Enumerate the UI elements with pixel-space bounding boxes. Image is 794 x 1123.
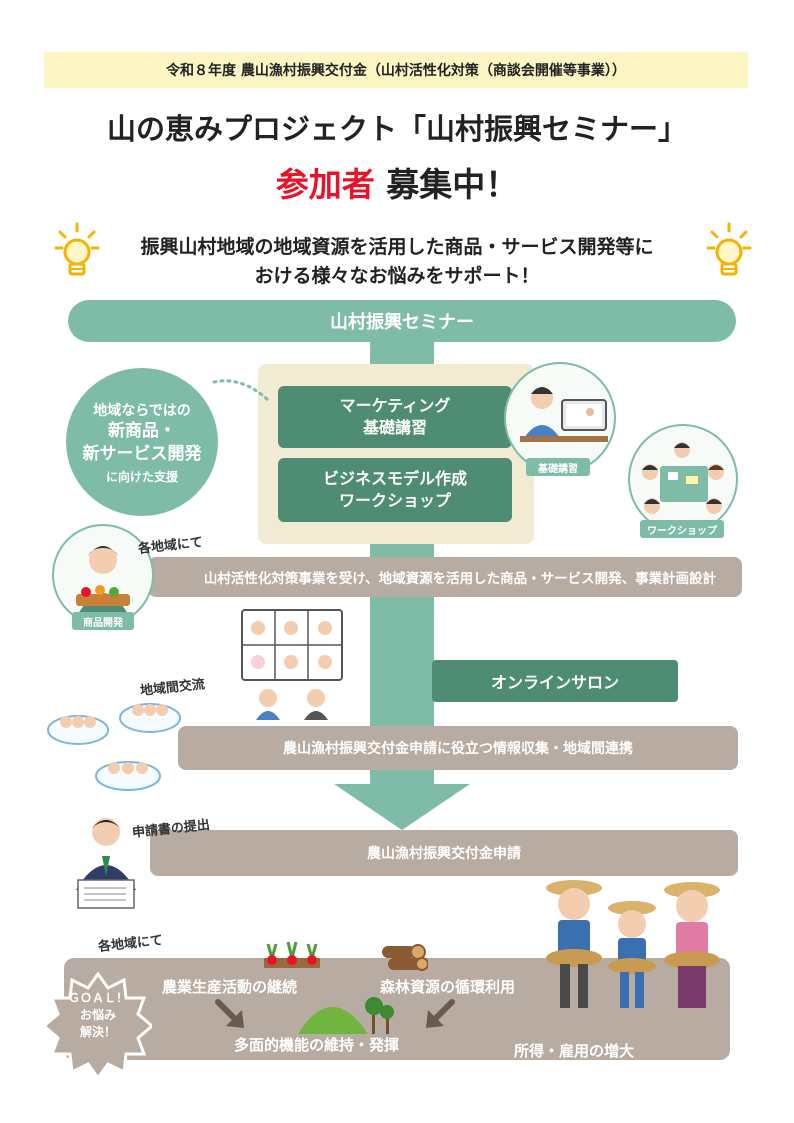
info-collection-text: 農山漁村振興交付金申請に役立つ情報収集・地域間連携	[283, 741, 633, 757]
inter-region-label: 地域間交流	[139, 677, 206, 699]
goal-badge-line-3: 解決！	[79, 1025, 116, 1039]
seminar-banner: 山村振興セミナー	[68, 300, 736, 342]
arrow-down-left-icon	[426, 999, 455, 1028]
subsidy-application-bar: 農山漁村振興交付金申請	[150, 830, 738, 876]
goal-regional-label: 各地域にて	[97, 933, 164, 955]
support-line-3: 新サービス開発	[82, 443, 202, 464]
page-title: 山の恵みプロジェクト「山村振興セミナー」	[106, 112, 687, 146]
support-line-2: 新商品・	[108, 420, 176, 441]
lightbulb-icon	[706, 222, 752, 282]
goal-panel	[64, 958, 730, 1060]
support-circle: 地域ならではの 新商品・ 新サービス開発 に向けた支援	[66, 368, 218, 516]
tagline: 振興山村地域の地域資源を活用した商品・サービス開発等に おける様々なお悩みをサポ…	[110, 233, 684, 291]
logs-icon	[382, 944, 428, 971]
lecture-illustration	[504, 362, 616, 474]
workshop-illustration	[628, 424, 738, 534]
workshop-tag: ワークショップ	[640, 520, 724, 538]
goal-badge-text: ＧＯＡＬ！ お悩み 解決！	[44, 990, 152, 1041]
bizmodel-line-2: ワークショップ	[338, 491, 451, 510]
online-salon-text: オンラインサロン	[490, 673, 619, 692]
dotted-connector	[212, 379, 270, 402]
farmers-illustration	[540, 878, 730, 1012]
product-development-tag: 商品開発	[72, 612, 134, 630]
forest-recycling-text: 森林資源の循環利用	[380, 978, 516, 996]
subsidy-application-text: 農山漁村振興交付金申請	[367, 846, 521, 862]
online-meeting-illustration	[240, 606, 344, 720]
product-development-bar: 山村活性化対策事業を受け、地域資源を活用した商品・サービス開発、事業計画設計	[148, 557, 742, 597]
hill-icon	[298, 997, 394, 1034]
tagline-line-2: おける様々なお悩みをサポート！	[254, 265, 540, 287]
subsidy-text: 令和８年度 農山漁村振興交付金（山村活性化対策（商談会開催等事業））	[166, 63, 626, 79]
online-salon-box: オンラインサロン	[432, 660, 678, 702]
regional-label: 各地域にて	[137, 535, 204, 557]
agri-continuation-text: 農業生産活動の継続	[162, 978, 298, 996]
income-employment-text: 所得・雇用の増大	[514, 1042, 635, 1060]
product-development-text: 山村活性化対策事業を受け、地域資源を活用した商品・サービス開発、事業計画設計	[203, 571, 717, 587]
support-line-4: に向けた支援	[105, 469, 178, 484]
marketing-lecture-box: マーケティング 基礎講習	[278, 386, 512, 448]
tagline-line-1: 振興山村地域の地域資源を活用した商品・サービス開発等に	[140, 236, 654, 258]
seminar-banner-text: 山村振興セミナー	[330, 312, 474, 333]
recruit-participants: 参加者	[275, 165, 375, 204]
vegetables-icon	[264, 941, 320, 968]
recruit-now: 募集中！	[374, 165, 519, 204]
support-line-1: 地域ならではの	[93, 402, 191, 419]
bizmodel-line-1: ビジネスモデル作成	[322, 469, 467, 488]
product-development-illustration	[52, 524, 154, 626]
business-model-workshop-box: ビジネスモデル作成 ワークショップ	[278, 458, 512, 522]
lecture-tag: 基礎講習	[526, 458, 590, 476]
arrow-down-right-icon	[215, 999, 244, 1028]
goal-badge-line-2: お悩み	[79, 1008, 116, 1022]
multi-function-text: 多面的機能の維持・発揮	[234, 1036, 400, 1054]
goal-badge-line-1: ＧＯＡＬ！	[67, 991, 128, 1005]
regional-groups-illustration	[46, 700, 182, 798]
recruit-heading: 参加者 募集中！	[0, 158, 794, 206]
subsidy-banner: 令和８年度 農山漁村振興交付金（山村活性化対策（商談会開催等事業））	[44, 52, 748, 88]
marketing-line-1: マーケティング	[339, 396, 451, 415]
info-collection-bar: 農山漁村振興交付金申請に役立つ情報収集・地域間連携	[178, 726, 738, 770]
goal-badge	[44, 972, 152, 1080]
lightbulb-icon	[54, 222, 100, 282]
applicant-illustration	[68, 810, 144, 910]
flow-arrow-head	[334, 784, 470, 830]
marketing-line-2: 基礎講習	[362, 418, 427, 437]
